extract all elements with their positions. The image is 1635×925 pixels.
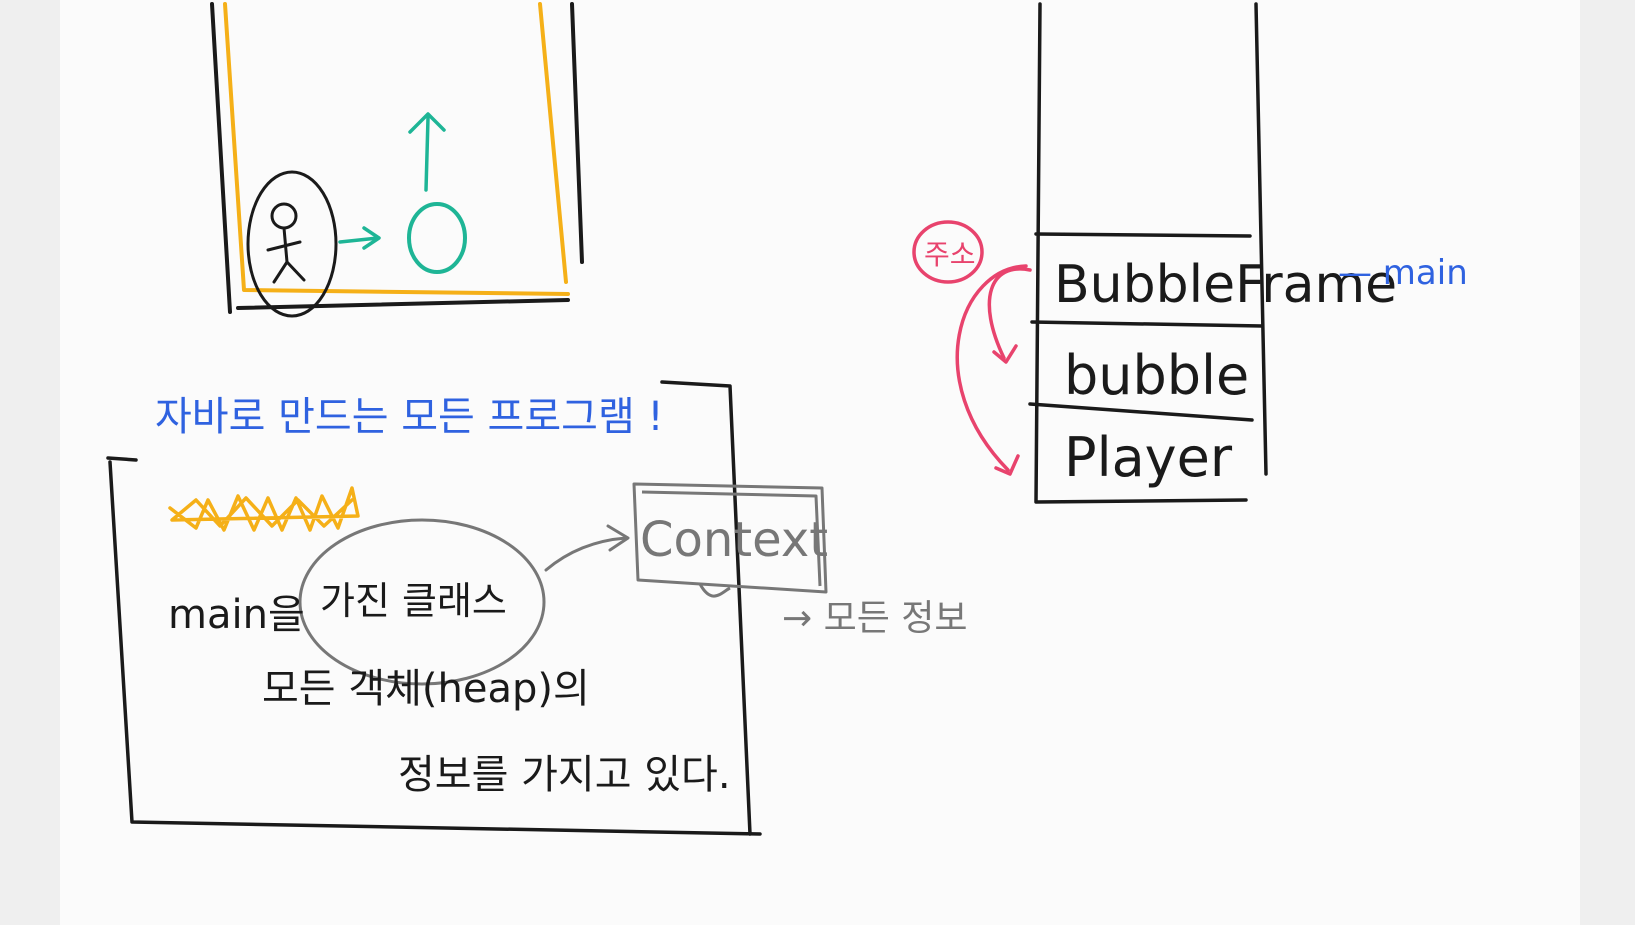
main-annotation: — main xyxy=(1338,253,1468,293)
teal-right-arrow-icon xyxy=(338,226,381,250)
stack-top-line xyxy=(1034,232,1252,238)
star-rating-scribble xyxy=(168,486,360,532)
note-line3: 정보를 가지고 있다. xyxy=(398,752,731,798)
reference-arrows xyxy=(912,220,1032,476)
whiteboard-page xyxy=(60,0,1580,925)
stack-divider-2 xyxy=(1028,402,1254,422)
arrow-to-player xyxy=(955,264,1028,472)
bubble-circle xyxy=(407,202,467,274)
note-line2: 모든 객체(heap)의 xyxy=(262,666,590,712)
game-frame-sketch xyxy=(210,2,584,318)
stack-left-wall xyxy=(1034,2,1248,504)
context-box xyxy=(632,482,828,598)
address-label: 주소 xyxy=(924,238,976,271)
stack-frame-1: bubble xyxy=(1064,344,1249,407)
teal-up-arrow-icon xyxy=(408,112,446,192)
player-oval xyxy=(246,170,338,318)
right-gutter xyxy=(1580,0,1635,925)
stack-right-wall xyxy=(1254,2,1268,476)
note-box-left-bottom xyxy=(108,460,762,836)
note-box-tick xyxy=(106,456,138,462)
note-box-right xyxy=(660,380,752,836)
note-box xyxy=(106,380,762,836)
stack-frame-0: BubbleFrame xyxy=(1054,255,1397,315)
arrow-to-player-head-icon xyxy=(994,454,1020,476)
context-caption: → 모든 정보 xyxy=(782,598,968,639)
call-stack xyxy=(1028,2,1268,504)
stack-frame-2: Player xyxy=(1064,426,1233,489)
arrow-to-bubble-head-icon xyxy=(992,344,1018,364)
stick-figure-icon xyxy=(266,202,306,284)
class-highlight-oval xyxy=(298,518,546,686)
frame-floor xyxy=(236,298,570,310)
orange-boundary-right xyxy=(538,2,568,284)
note-line1-prefix: main을 xyxy=(168,592,305,638)
note-line1-circled: 가진 클래스 xyxy=(320,579,507,623)
arrow-to-bubble xyxy=(987,267,1032,360)
frame-right-wall xyxy=(570,2,584,264)
context-label: Context xyxy=(640,512,828,568)
stack-divider-1 xyxy=(1030,320,1264,328)
address-circle xyxy=(912,220,984,284)
frame-left-wall xyxy=(210,2,232,314)
gray-arrow-to-context-icon xyxy=(544,524,630,572)
orange-boundary-left xyxy=(223,2,570,296)
left-gutter xyxy=(0,0,60,925)
note-box-title: 자바로 만드는 모든 프로그램 ! xyxy=(155,394,664,440)
